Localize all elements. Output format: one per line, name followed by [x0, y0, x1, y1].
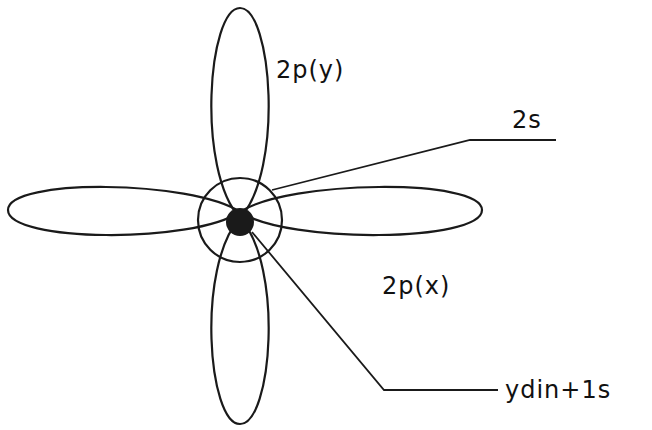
orbital-label: ydin+1s — [505, 376, 611, 405]
px-lobe-left — [8, 187, 240, 235]
leader-line — [272, 140, 556, 190]
py-lobe-top — [211, 8, 268, 218]
orbital-label: 2s — [512, 106, 542, 135]
s2-shell — [198, 178, 282, 262]
orbital-label: 2p(x) — [382, 272, 450, 301]
leader-line — [252, 232, 498, 390]
nucleus-dot — [226, 208, 254, 236]
py-lobe-bottom — [211, 218, 268, 424]
px-lobe-right — [240, 187, 482, 235]
orbital-label: 2p(y) — [276, 56, 344, 85]
